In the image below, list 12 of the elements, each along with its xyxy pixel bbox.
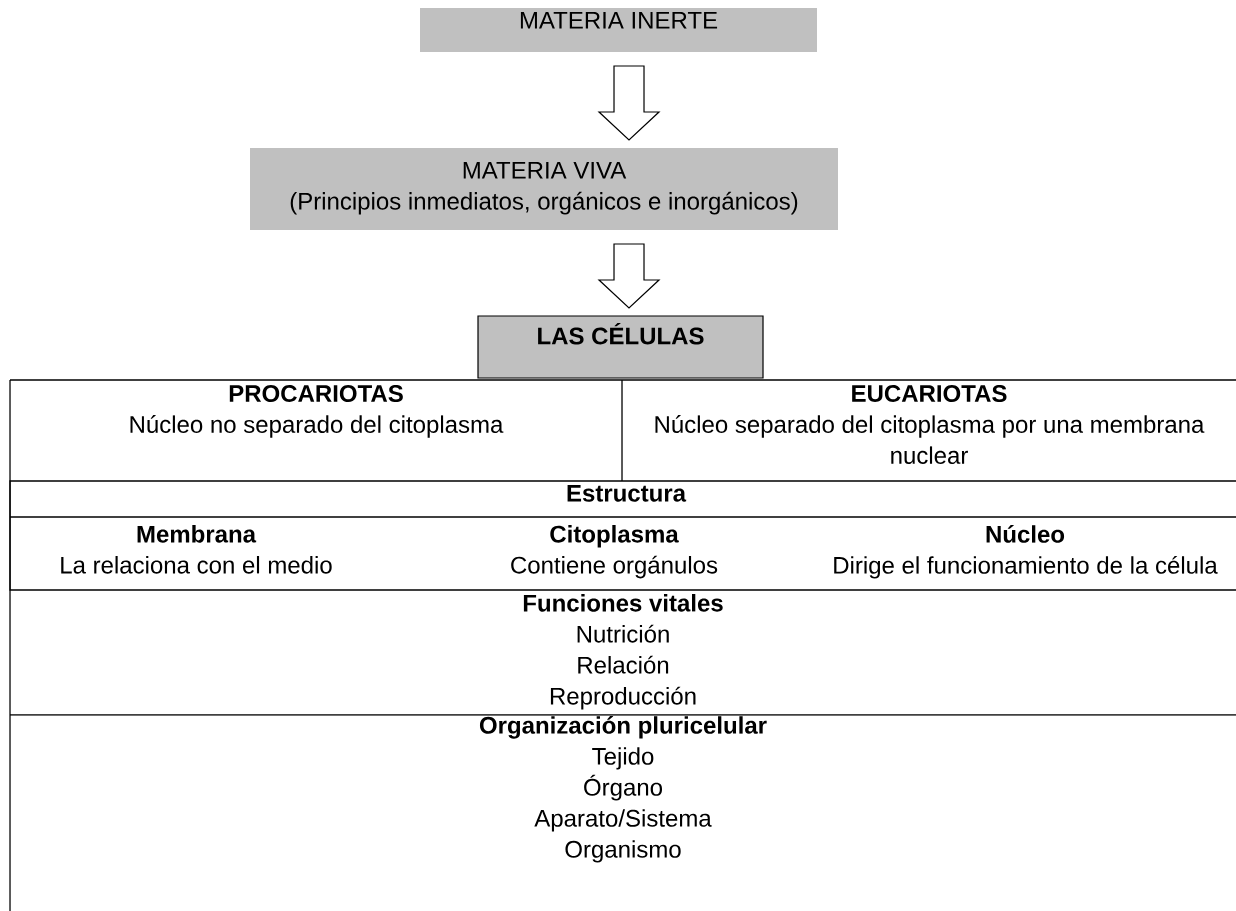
- flow-box: MATERIA INERTE: [420, 8, 817, 52]
- table-cell: Citoplasma Contiene orgánulos: [511, 525, 718, 579]
- block-arrow: [597, 65, 661, 141]
- flow-box: MATERIA VIVA (Principios inmediatos, orgánicos e inorgánicos): [250, 148, 838, 230]
- table-cell: Organización pluricelular Tejido Órgano Aparato/Sistema Organismo: [479, 716, 767, 863]
- table-cell: Funciones vitales Nutrición Relación Reproducción: [523, 594, 723, 710]
- table-cell: PROCARIOTAS Núcleo no separado del citoplasma: [130, 385, 504, 438]
- table-cell: EUCARIOTAS Núcleo separado del citoplasma por una membrana nuclear: [655, 385, 1205, 464]
- table-cell: Membrana La relaciona con el medio: [61, 525, 332, 574]
- flow-box: LAS CÉLULAS: [477, 315, 764, 379]
- block-arrow: [597, 243, 661, 309]
- table-cell: Núcleo Dirige el funcionamiento de la célula: [834, 525, 1218, 579]
